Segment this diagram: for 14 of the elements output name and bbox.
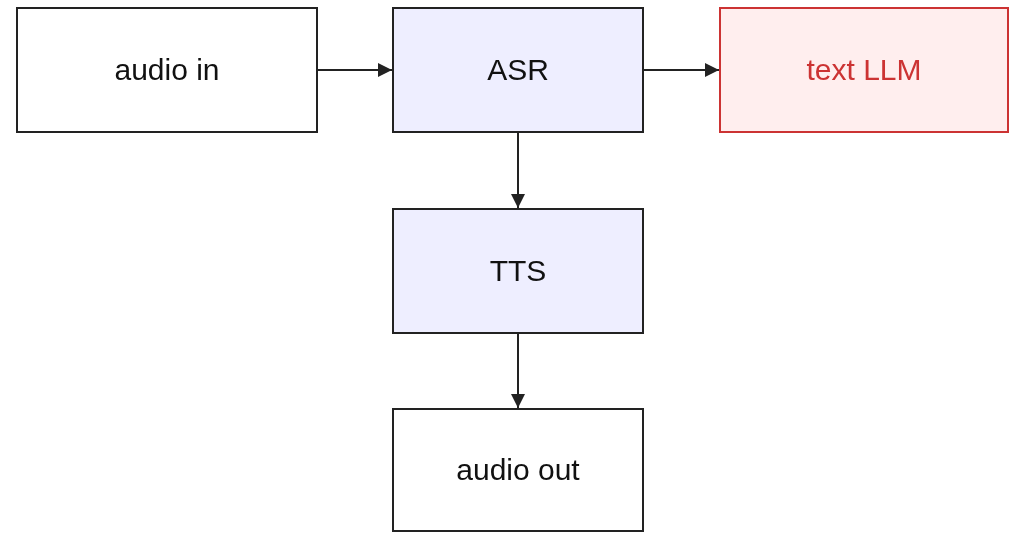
arrow xyxy=(511,132,525,209)
node-label: ASR xyxy=(487,53,549,87)
node-label: text LLM xyxy=(806,53,922,87)
node-label: TTS xyxy=(489,254,547,288)
process-box xyxy=(392,7,644,133)
process-box xyxy=(392,408,644,532)
process-box xyxy=(16,7,318,133)
arrow xyxy=(643,63,720,77)
process-box xyxy=(392,208,644,334)
arrow xyxy=(511,333,525,409)
arrow xyxy=(317,63,393,77)
process-box xyxy=(719,7,1009,133)
node-label: audio out xyxy=(456,453,580,487)
node-label: audio in xyxy=(114,53,220,87)
